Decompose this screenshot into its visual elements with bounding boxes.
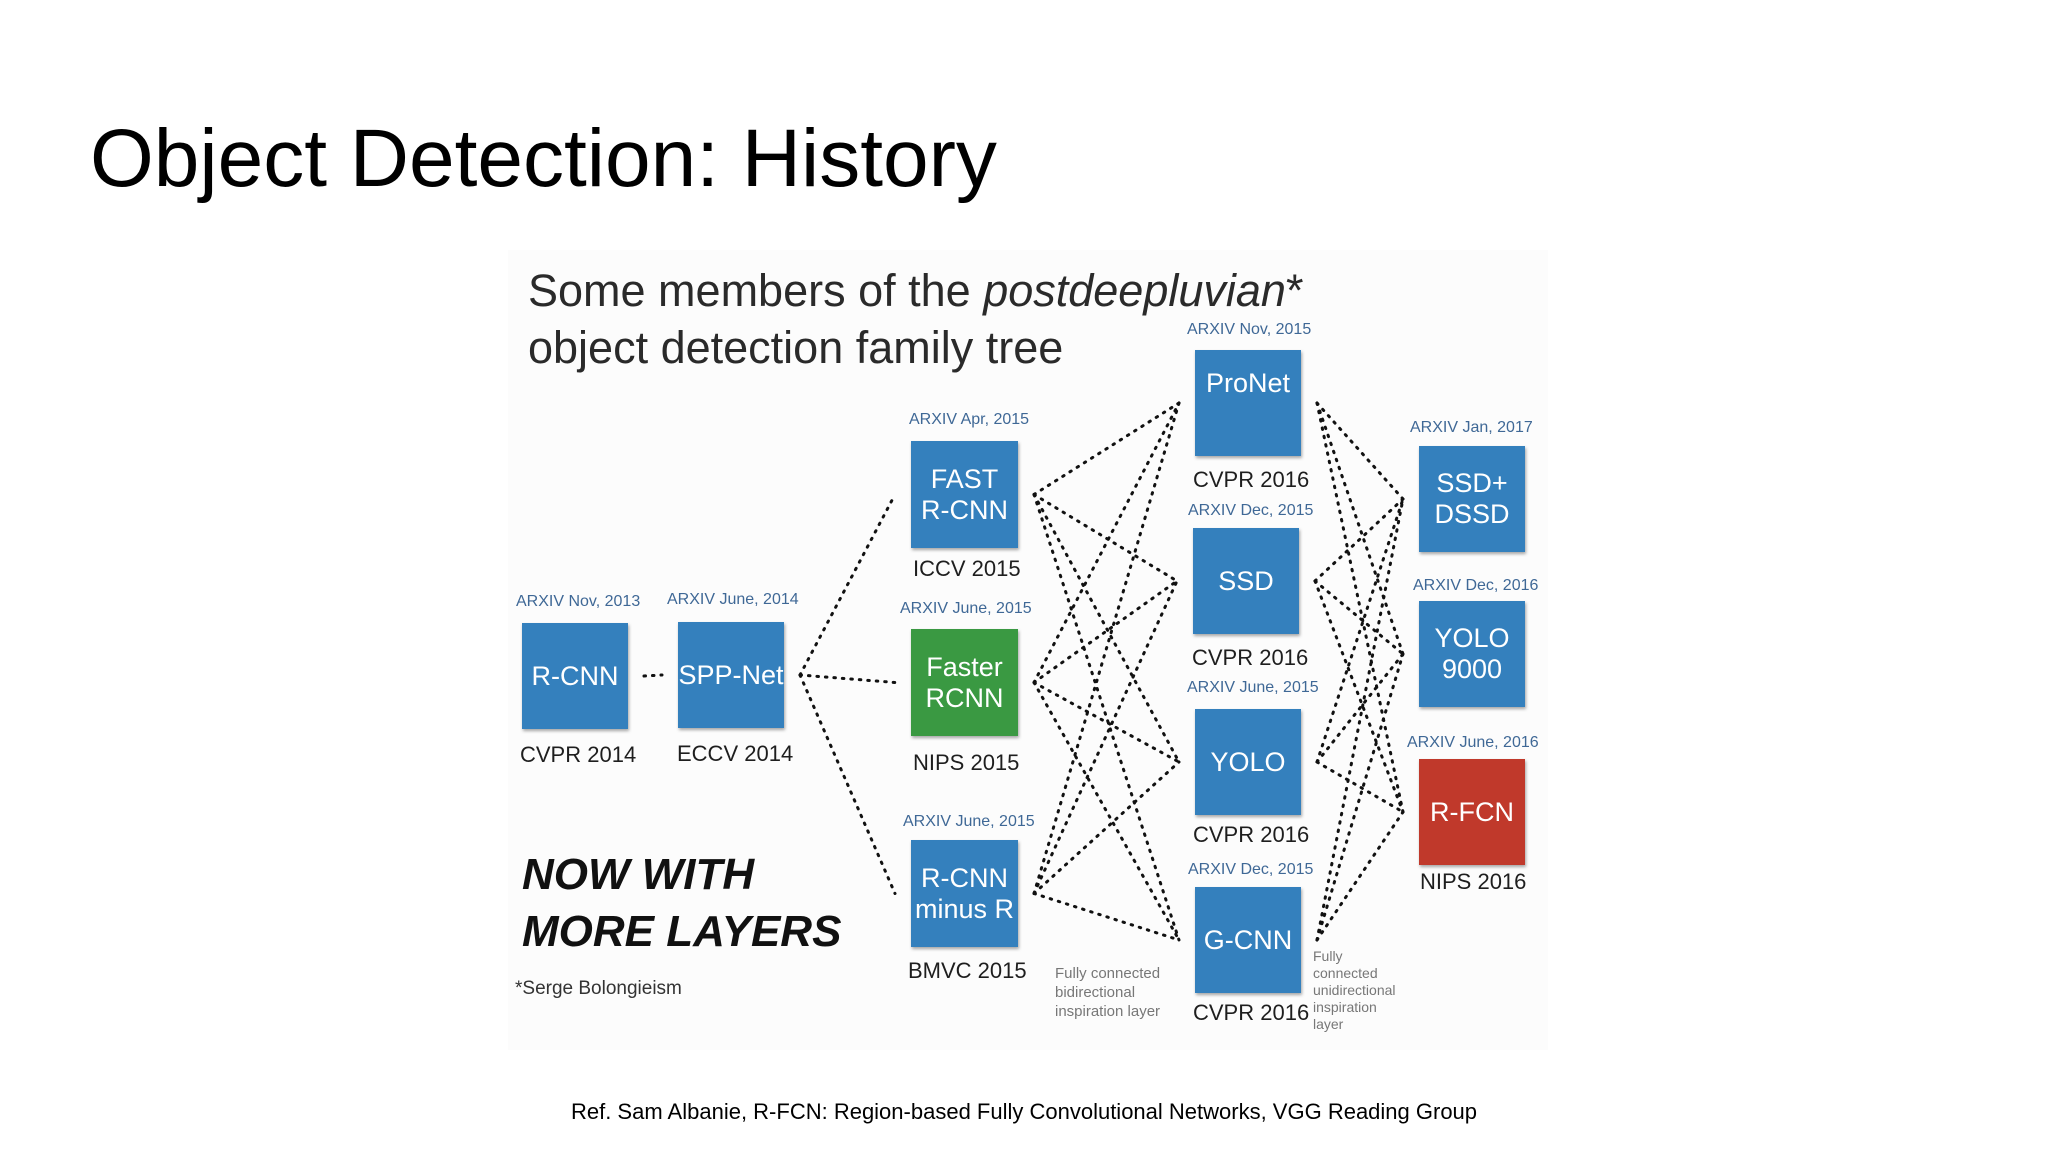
node-ssd-dssd-line2: DSSD	[1434, 499, 1510, 529]
node-faster-rcnn: Faster RCNN	[911, 629, 1018, 736]
node-faster-rcnn-line2: RCNN	[925, 682, 1004, 713]
node-ssd: SSD	[1193, 528, 1299, 634]
caption-line: inspiration layer	[1055, 1003, 1161, 1020]
node-rcnn: R-CNN	[522, 623, 628, 729]
node-pronet-label: ProNet	[1205, 367, 1291, 398]
node-fast-rcnn: FAST R-CNN	[911, 441, 1018, 548]
footnote: *Serge Bolongieism	[515, 978, 682, 999]
venue-sppnet: ECCV 2014	[677, 741, 794, 766]
venue-fast-rcnn: ICCV 2015	[913, 556, 1021, 581]
reference-citation: Ref. Sam Albanie, R-FCN: Region-based Fu…	[570, 1099, 1478, 1124]
venue-faster-rcnn: NIPS 2015	[913, 750, 1020, 775]
caption-line: bidirectional	[1055, 984, 1136, 1001]
slogan-line1: NOW WITH	[522, 850, 755, 899]
node-ssd-label: SSD	[1218, 565, 1274, 596]
tag-rcnn: ARXIV Nov, 2013	[516, 593, 641, 610]
venue-rfcn: NIPS 2016	[1420, 869, 1527, 894]
caption-line: inspiration	[1313, 999, 1377, 1015]
caption-line: unidirectional	[1313, 982, 1396, 998]
node-pronet: ProNet	[1195, 350, 1301, 456]
tag-rfcn: ARXIV June, 2016	[1407, 734, 1539, 751]
node-yolo9000-line2: 9000	[1441, 654, 1503, 684]
node-rcnn-minus-r-line2: minus R	[914, 893, 1015, 924]
node-ssd-dssd-line1: SSD+	[1436, 468, 1508, 498]
subtitle-line2: object detection family tree	[528, 322, 1064, 373]
caption-line: Fully	[1313, 948, 1343, 964]
venue-ssd: CVPR 2016	[1192, 645, 1309, 670]
node-sppnet: SPP-Net	[678, 622, 784, 728]
node-rfcn-label: R-FCN	[1430, 796, 1514, 827]
tag-yolo9000: ARXIV Dec, 2016	[1413, 577, 1539, 594]
caption-unidirectional-layer: Fully connected unidirectional inspirati…	[1313, 948, 1396, 1033]
subtitle-emphasis: postdeepluvian	[983, 265, 1286, 316]
node-yolo9000: YOLO 9000	[1419, 601, 1525, 707]
node-yolo-label: YOLO	[1210, 746, 1286, 777]
slogan-line2: MORE LAYERS	[522, 907, 842, 956]
venue-gcnn: CVPR 2016	[1193, 1000, 1310, 1025]
node-rfcn: R-FCN	[1419, 759, 1525, 865]
node-yolo: YOLO	[1195, 709, 1301, 815]
node-gcnn: G-CNN	[1195, 887, 1301, 993]
caption-bidirectional-layer: Fully connected bidirectional inspiratio…	[1055, 964, 1160, 1021]
tag-sppnet: ARXIV June, 2014	[667, 591, 799, 608]
node-yolo9000-line1: YOLO	[1434, 623, 1510, 653]
node-sppnet-label: SPP-Net	[678, 659, 784, 690]
tag-fast-rcnn: ARXIV Apr, 2015	[909, 411, 1030, 428]
node-rcnn-label: R-CNN	[531, 660, 619, 691]
tag-pronet: ARXIV Nov, 2015	[1187, 321, 1312, 338]
figure-subtitle: Some members of the postdeepluvian* obje…	[528, 262, 1303, 376]
tag-gcnn: ARXIV Dec, 2015	[1188, 861, 1314, 878]
node-faster-rcnn-line1: Faster	[926, 651, 1003, 682]
node-fast-rcnn-line1: FAST	[930, 463, 999, 494]
slide-title: Object Detection: History	[90, 113, 997, 204]
venue-rcnn: CVPR 2014	[520, 742, 637, 767]
node-ssd-dssd: SSD+ DSSD	[1419, 446, 1525, 552]
tag-ssd: ARXIV Dec, 2015	[1188, 502, 1314, 519]
subtitle-asterisk: *	[1285, 265, 1304, 316]
caption-line: connected	[1313, 965, 1378, 981]
tag-faster-rcnn: ARXIV June, 2015	[900, 600, 1032, 617]
caption-line: layer	[1313, 1016, 1344, 1032]
caption-line: Fully connected	[1055, 965, 1161, 982]
node-rcnn-minus-r-line1: R-CNN	[921, 862, 1008, 893]
tag-ssd-dssd: ARXIV Jan, 2017	[1410, 419, 1533, 436]
node-gcnn-label: G-CNN	[1203, 924, 1293, 955]
subtitle-line1-prefix: Some members of the	[528, 265, 984, 316]
tag-yolo: ARXIV June, 2015	[1187, 679, 1319, 696]
venue-yolo: CVPR 2016	[1193, 822, 1310, 847]
slogan: NOW WITH MORE LAYERS	[522, 846, 841, 960]
venue-pronet: CVPR 2016	[1193, 467, 1310, 492]
node-fast-rcnn-line2: R-CNN	[921, 494, 1008, 525]
venue-rcnn-minus-r: BMVC 2015	[908, 958, 1027, 983]
tag-rcnn-minus-r: ARXIV June, 2015	[903, 813, 1035, 830]
node-rcnn-minus-r: R-CNN minus R	[911, 840, 1018, 947]
